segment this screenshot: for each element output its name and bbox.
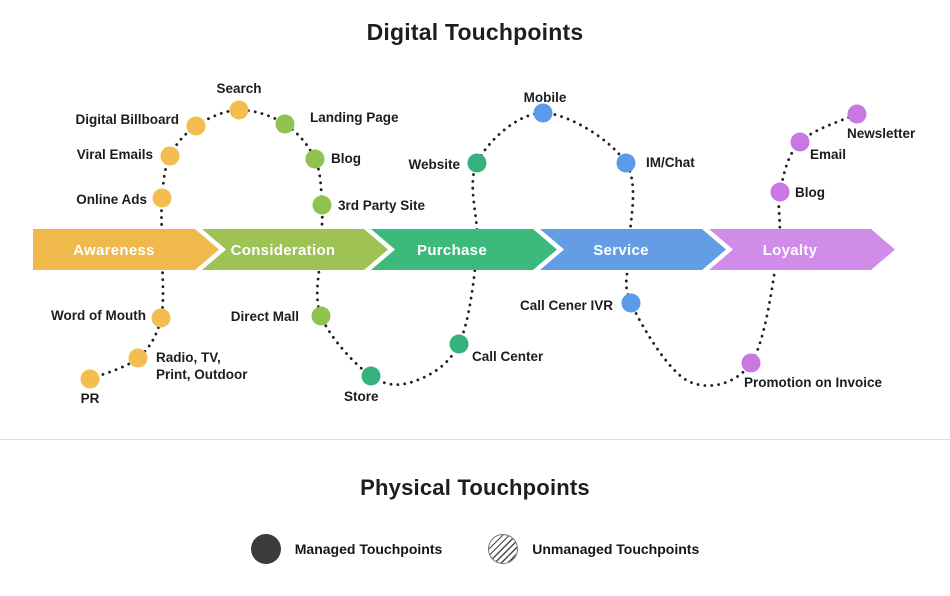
touchpoint-label-blog: Blog (795, 185, 825, 200)
stage-arrows: Awareness Consideration Purchase Service Loy… (33, 229, 895, 270)
section-divider (0, 439, 950, 440)
stage-label-awareness: Awareness (73, 242, 155, 259)
touchpoint-dots (80, 100, 867, 389)
touchpoint-dot-website (467, 153, 487, 173)
touchpoint-dot-direct-mall (311, 306, 331, 326)
touchpoint-label-landing-page: Landing Page (310, 110, 399, 125)
touchpoint-dot-blog (770, 182, 790, 202)
stage-label-service: Service (593, 242, 648, 259)
touchpoint-label-promotion-on-invoice: Promotion on Invoice (744, 375, 882, 390)
touchpoint-label-3rd-party-site: 3rd Party Site (338, 198, 426, 213)
stage-label-purchase: Purchase (417, 242, 487, 259)
touchpoint-dot-newsletter (847, 104, 867, 124)
touchpoint-label-im-chat: IM/Chat (646, 155, 695, 170)
touchpoint-dot-call-cener-ivr (621, 293, 641, 313)
touchpoint-label-mobile: Mobile (524, 90, 567, 105)
touchpoint-dot-landing-page (275, 114, 295, 134)
touchpoint-dot-word-of-mouth (151, 308, 171, 328)
touchpoint-label-blog: Blog (331, 151, 361, 166)
stage-label-loyalty: Loyalty (763, 242, 818, 259)
touchpoint-label-store: Store (344, 389, 379, 404)
touchpoint-label-radio-tv-print-outdoor: Radio, TV,Print, Outdoor (156, 350, 248, 382)
touchpoint-dot-viral-emails (160, 146, 180, 166)
stage-arrow-awareness (33, 229, 219, 270)
unmanaged-touchpoint-icon (488, 534, 519, 564)
touchpoint-dot-radio-tv-print-outdoor (128, 348, 148, 368)
touchpoint-label-digital-billboard: Digital Billboard (75, 112, 179, 127)
touchpoint-dot-online-ads (152, 188, 172, 208)
digital-touchpoints-title: Digital Touchpoints (366, 19, 584, 45)
touchpoint-label-online-ads: Online Ads (76, 192, 147, 207)
touchpoint-label-direct-mall: Direct Mall (231, 309, 299, 324)
touchpoint-dot-mobile (533, 103, 553, 123)
stage-arrow-purchase (371, 229, 557, 270)
touchpoint-label-newsletter: Newsletter (847, 126, 916, 141)
touchpoint-dot-digital-billboard (186, 116, 206, 136)
stage-label-consideration: Consideration (231, 242, 336, 259)
touchpoint-label-search: Search (216, 81, 261, 96)
touchpoint-dot-promotion-on-invoice (741, 353, 761, 373)
touchpoint-label-call-cener-ivr: Call Cener IVR (520, 298, 613, 313)
stage-arrow-consideration (202, 229, 388, 270)
touchpoint-label-viral-emails: Viral Emails (77, 147, 153, 162)
touchpoint-dot-im-chat (616, 153, 636, 173)
legend-label-unmanaged: Unmanaged Touchpoints (532, 541, 700, 557)
managed-touchpoint-icon (250, 534, 281, 564)
touchpoint-label-email: Email (810, 147, 846, 162)
legend: Managed Touchpoints Unmanaged Touchpoint… (0, 534, 950, 564)
touchpoint-labels: PR Radio, TV,Print, Outdoor Word of Mouth O… (51, 81, 916, 406)
touchpoint-label-word-of-mouth: Word of Mouth (51, 308, 146, 323)
touchpoint-dot-pr (80, 369, 100, 389)
touchpoint-label-website: Website (408, 157, 460, 172)
stage-arrow-service (540, 229, 726, 270)
touchpoint-dot-blog (305, 149, 325, 169)
touchpoint-dot-search (229, 100, 249, 120)
touchpoint-dot-store (361, 366, 381, 386)
legend-item-unmanaged: Unmanaged Touchpoints (488, 534, 699, 564)
legend-label-managed: Managed Touchpoints (294, 541, 443, 557)
touchpoint-dot-email (790, 132, 810, 152)
touchpoint-label-pr: PR (81, 391, 100, 406)
touchpoint-dot-3rd-party-site (312, 195, 332, 215)
physical-touchpoints-title: Physical Touchpoints (360, 475, 590, 500)
legend-item-managed: Managed Touchpoints (250, 534, 443, 564)
touchpoint-label-call-center: Call Center (472, 349, 544, 364)
stage-arrow-loyalty (709, 229, 895, 270)
touchpoint-dot-call-center (449, 334, 469, 354)
